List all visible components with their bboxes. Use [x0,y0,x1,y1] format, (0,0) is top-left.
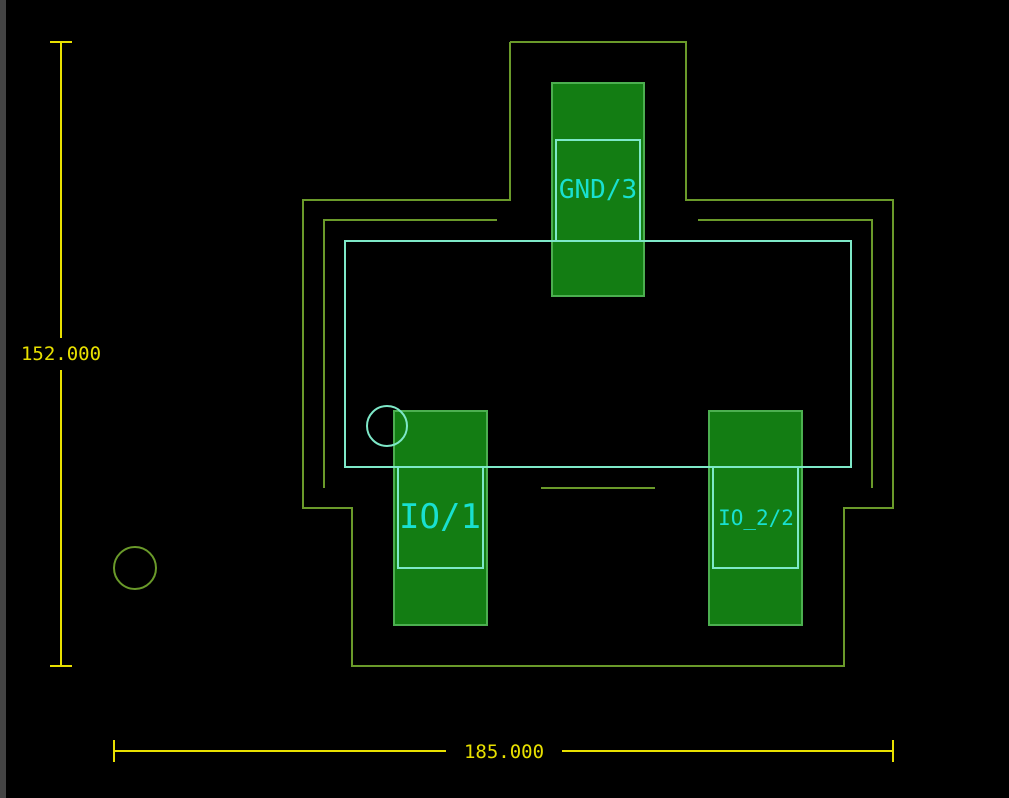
vertical-dimension: 152.000 [21,41,101,667]
pad-label-box-io-1 [397,466,484,569]
courtyard-outline [302,41,894,667]
pad-label-gnd-3: GND/3 [559,175,637,205]
pad-label-box-gnd-3 [555,139,641,242]
dimension-height-label: 152.000 [21,343,101,365]
pad-label-io-2-2: IO_2/2 [718,506,794,530]
horizontal-dimension: 185.000 [113,740,894,763]
pad-label-io-1: IO/1 [399,497,481,537]
pin1-marker [366,405,408,447]
panel-edge [0,0,6,798]
silkscreen-pin1-dot [113,546,157,590]
pad-label-box-io-2-2 [712,466,799,569]
dimension-width-label: 185.000 [464,741,544,763]
pad-gnd-3[interactable] [551,82,645,297]
silkscreen-left-bracket [323,219,497,488]
pad-io-2-2[interactable] [708,410,803,626]
pad-io-1[interactable] [393,410,488,626]
silkscreen-right-bracket [698,219,873,488]
